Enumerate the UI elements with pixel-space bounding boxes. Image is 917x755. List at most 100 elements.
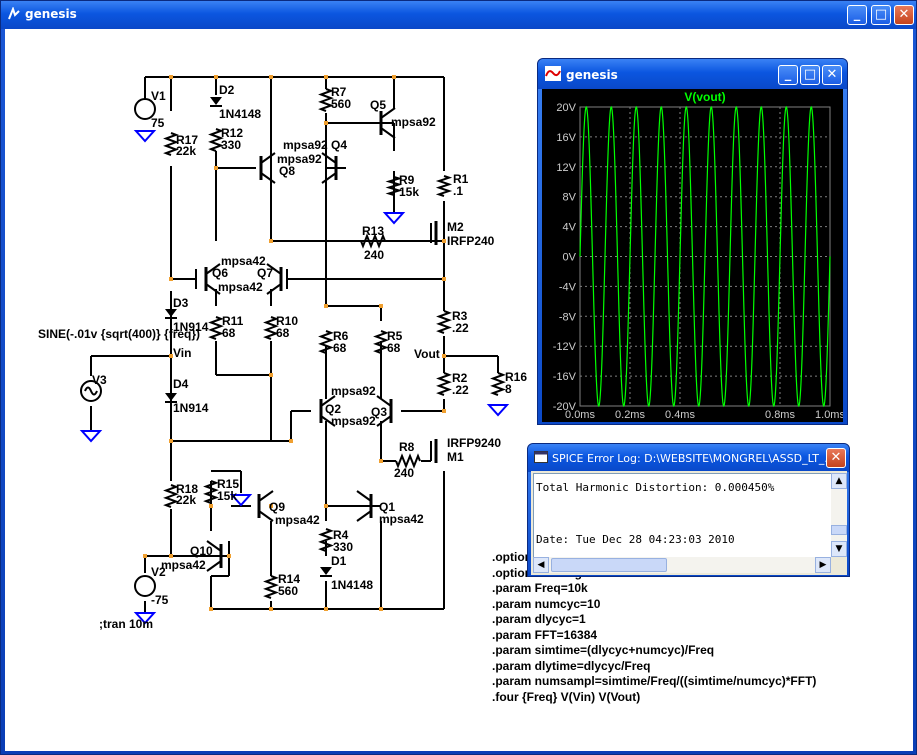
plot-close-button[interactable]: ✕: [822, 65, 842, 85]
component-label: V2: [151, 565, 166, 579]
component-label: R13: [362, 224, 384, 238]
component-label: R7: [331, 85, 347, 99]
junction-dot: [324, 607, 328, 611]
plot-window-title: genesis: [566, 68, 618, 82]
spice-directive[interactable]: .param dlycyc=1: [492, 612, 586, 626]
component-label: Q6: [212, 266, 228, 280]
junction-dot: [209, 504, 213, 508]
component-label: 1N914: [173, 320, 209, 334]
diode-symbol: [320, 567, 332, 575]
component-label: R3: [452, 309, 468, 323]
x-tick-label: 1.0ms: [815, 409, 843, 421]
junction-dot: [324, 121, 328, 125]
component-label: Q8: [279, 164, 295, 178]
size-grip[interactable]: [831, 557, 847, 573]
junction-dot: [214, 166, 218, 170]
source-spec-text: SINE(-.01v {sqrt(400)} {freq}): [38, 327, 200, 341]
y-tick-label: -12V: [553, 341, 577, 353]
resistor-symbol: [395, 453, 421, 469]
component-label: R8: [399, 440, 415, 454]
spice-directive[interactable]: .param Freq=10k: [492, 581, 588, 595]
component-label: 15k: [217, 489, 237, 503]
component-label: mpsa42: [275, 513, 320, 527]
ground-icon: [79, 430, 103, 443]
scroll-right-arrow-icon[interactable]: ▶: [815, 557, 831, 573]
close-button[interactable]: ✕: [894, 5, 914, 25]
component-label: R6: [333, 329, 349, 343]
junction-dot: [269, 607, 273, 611]
junction-dot: [269, 373, 273, 377]
component-label: R5: [387, 329, 403, 343]
component-label: mpsa92: [331, 414, 376, 428]
resistor-symbol: [435, 175, 453, 197]
y-tick-label: -4V: [559, 281, 577, 293]
spice-directive[interactable]: .param numsampl=simtime/Freq/((simtime/n…: [492, 674, 817, 688]
error-log-text[interactable]: Total Harmonic Distortion: 0.000450%Date…: [533, 473, 832, 559]
horizontal-scroll-thumb[interactable]: [551, 558, 667, 572]
scroll-left-arrow-icon[interactable]: ◀: [533, 557, 549, 573]
component-label: mpsa92: [391, 115, 436, 129]
junction-dot: [379, 607, 383, 611]
resistor-symbol: [318, 88, 334, 112]
x-tick-label: 0.8ms: [765, 409, 795, 421]
x-tick-label: 0.4ms: [665, 409, 695, 421]
plot-maximize-button[interactable]: □: [800, 65, 820, 85]
plot-title-bar[interactable]: genesis _ □ ✕: [538, 59, 847, 89]
component-label: R10: [276, 314, 298, 328]
spice-directive[interactable]: .param numcyc=10: [492, 596, 601, 611]
horizontal-scrollbar[interactable]: ◀ ▶: [533, 557, 831, 573]
component-label: 1N914: [173, 401, 209, 415]
component-label: mpsa42: [161, 558, 206, 572]
error-log-window[interactable]: SPICE Error Log: D:\WEBSITE\MONGREL\ASSD…: [527, 443, 850, 577]
maximize-button[interactable]: □: [871, 5, 891, 25]
scroll-down-arrow-icon[interactable]: ▼: [831, 541, 847, 557]
spice-directive[interactable]: .param dlytime=dlycyc/Freq: [492, 658, 651, 673]
diode-symbol: [165, 393, 177, 401]
vertical-scroll-thumb[interactable]: [831, 525, 847, 535]
transistor-collector: [266, 263, 282, 275]
junction-dot: [227, 554, 231, 558]
minimize-button[interactable]: _: [847, 5, 867, 25]
ground-icon: [486, 404, 510, 417]
voltage-source-symbol: [134, 98, 156, 120]
component-label: 330: [221, 138, 241, 152]
component-label: Q10: [190, 544, 213, 558]
transistor-collector: [376, 395, 392, 407]
plot-minimize-button[interactable]: _: [778, 65, 798, 85]
spice-directive[interactable]: .param FFT=16384: [492, 627, 598, 642]
transistor-emitter: [380, 127, 396, 139]
spice-directive[interactable]: .four {Freq} V(Vin) V(Vout): [492, 689, 641, 704]
spice-directive[interactable]: .param simtime=(dlycyc+numcyc)/Freq: [492, 643, 715, 657]
scroll-up-arrow-icon[interactable]: ▲: [831, 473, 847, 489]
component-label: M1: [447, 450, 464, 464]
main-title-bar[interactable]: genesis _ □ ✕: [1, 1, 916, 29]
component-label: R1: [453, 172, 469, 186]
component-label: 68: [222, 326, 236, 340]
component-label: 240: [394, 466, 414, 480]
junction-dot: [269, 504, 273, 508]
junction-dot: [169, 75, 173, 79]
component-label: Q4: [331, 138, 347, 152]
component-label: R12: [221, 126, 243, 140]
component-label: V3: [92, 373, 107, 387]
component-label: 1N4148: [219, 107, 261, 121]
transistor-emitter: [260, 172, 276, 184]
component-label: 560: [331, 97, 351, 111]
transistor-emitter: [266, 283, 282, 295]
waveform-chart[interactable]: V(vout)20V16V12V8V4V0V-4V-8V-12V-16V-20V…: [542, 89, 846, 422]
vertical-scrollbar[interactable]: ▲ ▼: [831, 473, 847, 557]
component-label: Vin: [173, 346, 191, 360]
transistor-emitter: [205, 283, 221, 295]
component-label: R14: [278, 572, 300, 586]
junction-dot: [442, 354, 446, 358]
transistor-emitter: [206, 560, 222, 572]
component-label: R2: [452, 371, 468, 385]
error-log-title-bar[interactable]: SPICE Error Log: D:\WEBSITE\MONGREL\ASSD…: [528, 444, 849, 472]
error-log-close-button[interactable]: ✕: [826, 448, 846, 468]
resistor-symbol: [318, 528, 334, 552]
junction-dot: [379, 459, 383, 463]
